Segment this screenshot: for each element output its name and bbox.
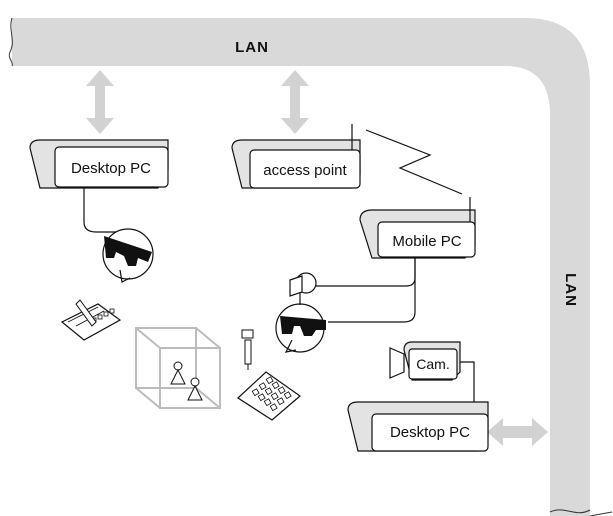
camera-label: Cam.: [416, 356, 449, 372]
double-arrow-icon: [281, 70, 309, 134]
marker-pen-icon: [241, 329, 254, 370]
notepad-icon: [60, 299, 122, 341]
lan-backbone: [8, 17, 613, 516]
desktop-pc-2: [347, 401, 489, 452]
mobile-pc-label: Mobile PC: [392, 233, 461, 250]
connection-lines: [83, 188, 475, 402]
figure-icon: [170, 361, 203, 401]
user-head-icon: [102, 228, 154, 283]
lan-label-top: LAN: [235, 39, 269, 56]
desktop-pc-1-label: Desktop PC: [71, 160, 151, 177]
access-point-label: access point: [263, 162, 347, 179]
glasses-icon: [104, 236, 152, 266]
lan-label-right: LAN: [562, 273, 579, 307]
camera-icon: [389, 341, 461, 381]
user-head-icon: [275, 303, 326, 353]
desktop-pc-2-label: Desktop PC: [390, 424, 470, 441]
access-point: [231, 124, 361, 189]
wireless-link-icon: [365, 129, 463, 195]
keypad-icon: [237, 371, 301, 421]
desktop-pc-1: [29, 139, 169, 189]
double-arrow-icon: [487, 418, 548, 446]
head-camera-icon: [289, 272, 317, 305]
virtual-object-cube: [135, 327, 221, 409]
glasses-icon: [280, 316, 326, 336]
mobile-pc: [359, 197, 476, 259]
double-arrow-icon: [86, 70, 114, 134]
